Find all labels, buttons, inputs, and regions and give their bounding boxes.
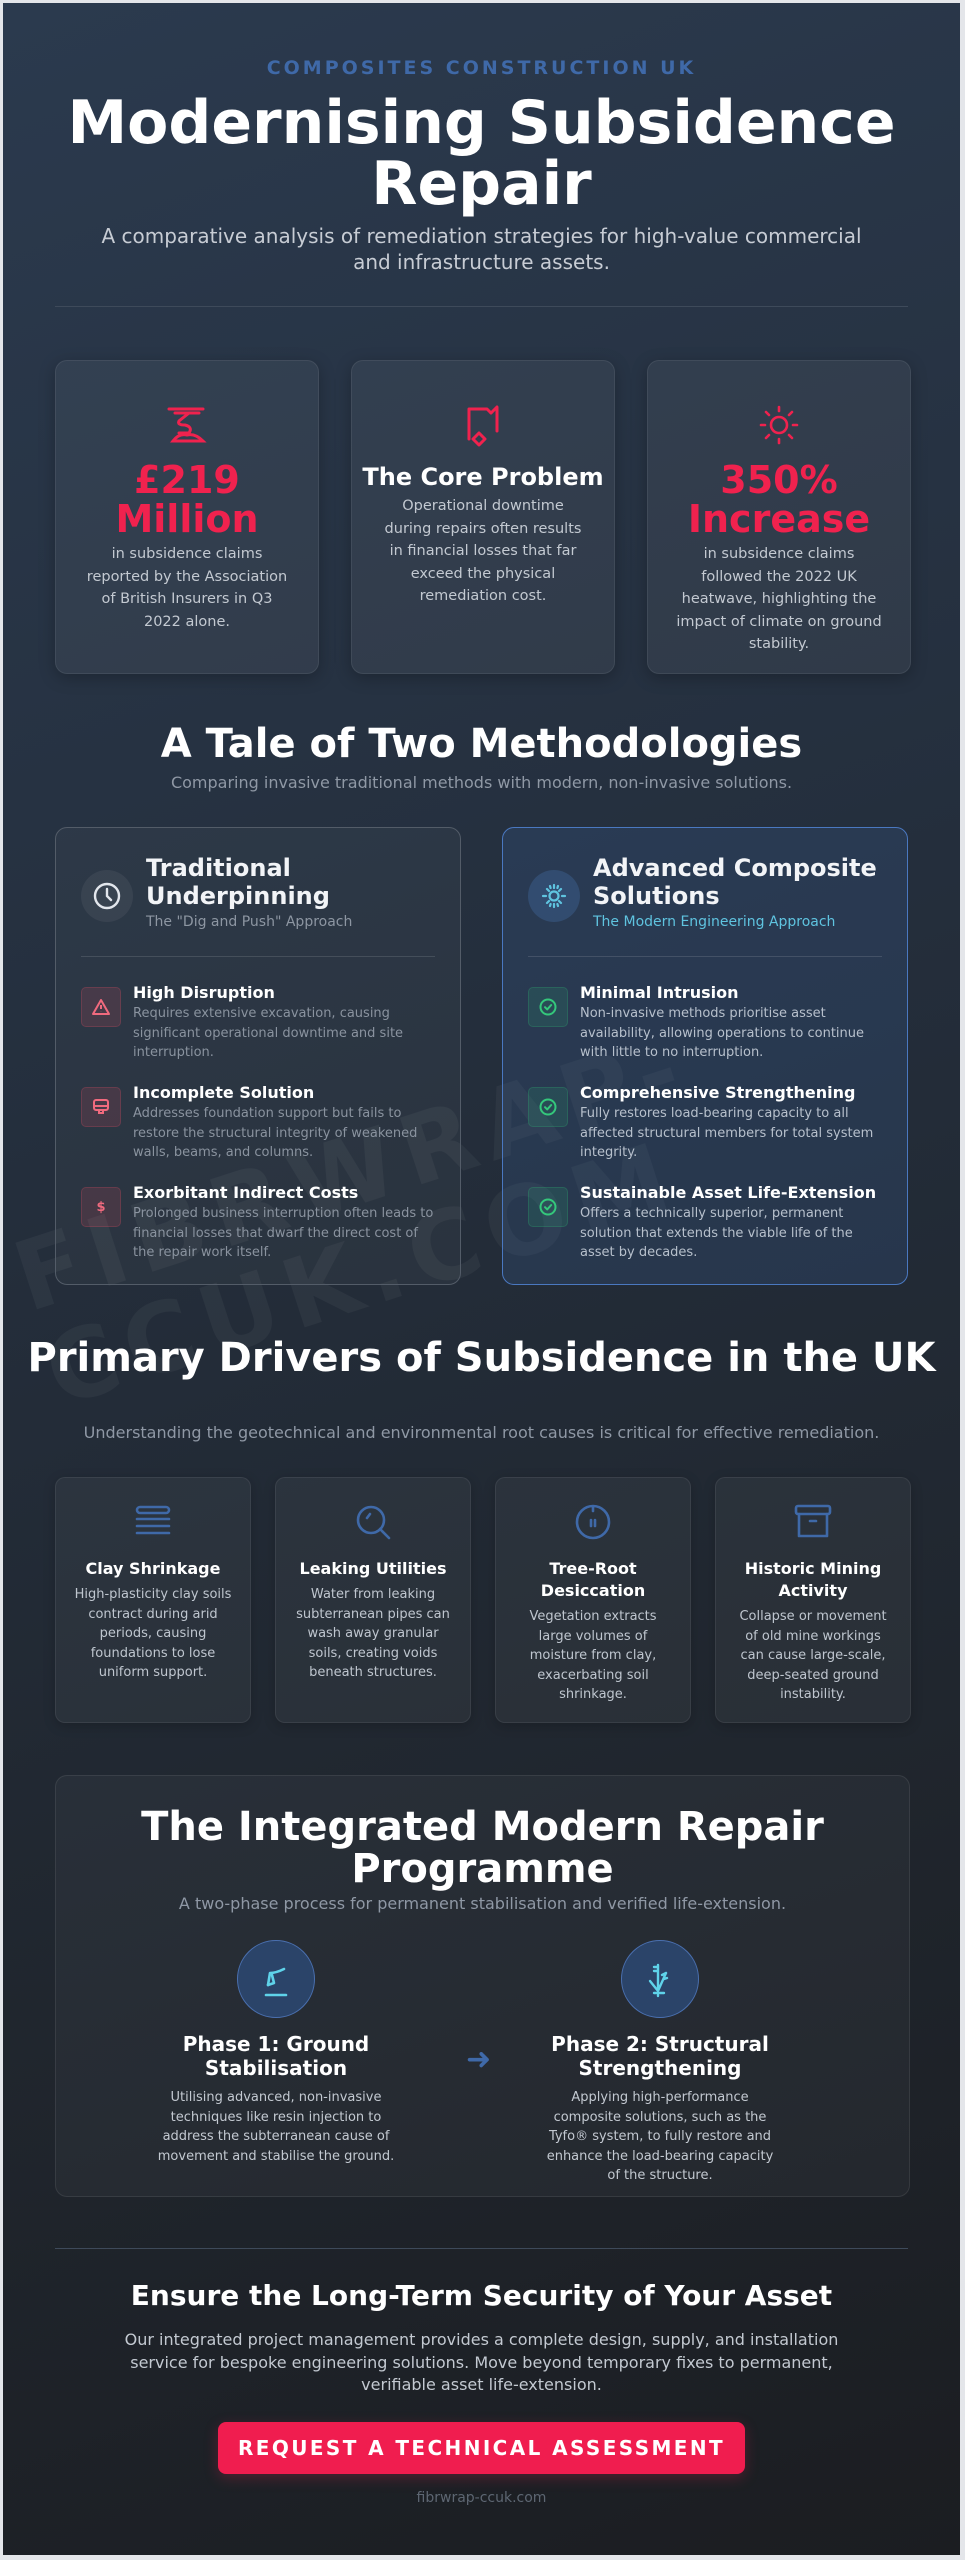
building-damage-icon (467, 405, 499, 447)
method-point: Comprehensive Strengthening Fully restor… (528, 1083, 887, 1173)
method-subtitle: The Modern Engineering Approach (593, 914, 836, 930)
method-subtitle: The "Dig and Push" Approach (146, 914, 353, 930)
tree-root-icon (575, 1504, 611, 1540)
stat-value: 350% Increase (687, 458, 871, 541)
stat-card-claims: £219 Million in subsidence claims report… (55, 360, 319, 674)
driver-title: Historic Mining Activity (744, 1559, 882, 1600)
page-title: Modernising Subsidence Repair (67, 88, 896, 219)
driver-card: Clay Shrinkage High-plasticity clay soil… (55, 1477, 251, 1723)
driver-title: Clay Shrinkage (85, 1559, 221, 1578)
page-subtitle: A comparative analysis of remediation st… (101, 224, 862, 274)
point-description: Non-invasive methods prioritise asset av… (580, 1006, 865, 1060)
structure-strength-icon (621, 1940, 699, 2018)
archive-box-icon (794, 1504, 832, 1538)
driver-description: Water from leaking subterranean pipes ca… (296, 1587, 450, 1680)
divider (528, 956, 882, 957)
driver-title: Tree-Root Desiccation (540, 1559, 646, 1600)
method-title: Traditional Underpinning (146, 854, 330, 910)
dollar-icon: $ (81, 1187, 121, 1227)
point-title: Sustainable Asset Life-Extension (580, 1183, 877, 1202)
crane-icon (167, 407, 207, 443)
footer-url[interactable]: fibrwrap-ccuk.com (416, 2490, 547, 2506)
drivers-subtitle: Understanding the geotechnical and envir… (83, 1423, 880, 1442)
programme-subtitle: A two-phase process for permanent stabil… (178, 1894, 787, 1913)
traditional-method-card: Traditional Underpinning The "Dig and Pu… (55, 827, 461, 1285)
driver-card: Leaking Utilities Water from leaking sub… (275, 1477, 471, 1723)
driver-description: Vegetation extracts large volumes of moi… (529, 1609, 657, 1702)
cta-description: Our integrated project management provid… (124, 2330, 839, 2394)
monitor-icon (81, 1087, 121, 1127)
magnifier-icon (356, 1505, 391, 1540)
method-point: $ Exorbitant Indirect Costs Prolonged bu… (81, 1183, 440, 1273)
sun-icon (759, 405, 799, 445)
method-point: High Disruption Requires extensive excav… (81, 983, 440, 1073)
check-circle-icon (528, 987, 568, 1027)
driver-card: Tree-Root Desiccation Vegetation extract… (495, 1477, 691, 1723)
point-description: Fully restores load-bearing capacity to … (580, 1106, 874, 1160)
method-point: Minimal Intrusion Non-invasive methods p… (528, 983, 887, 1073)
stat-description: in subsidence claims followed the 2022 U… (676, 546, 882, 652)
driver-title: Leaking Utilities (299, 1559, 447, 1578)
method-point: Incomplete Solution Addresses foundation… (81, 1083, 440, 1173)
ground-injection-icon (237, 1940, 315, 2018)
phase-2: Phase 2: Structural Strengthening Applyi… (540, 1940, 780, 2186)
driver-description: Collapse or movement of old mine working… (739, 1609, 887, 1702)
cta-title: Ensure the Long-Term Security of Your As… (130, 2279, 833, 2312)
stat-value: £219 Million (115, 458, 259, 541)
stat-card-core-problem: The Core Problem Operational downtime du… (351, 360, 615, 674)
method-point: Sustainable Asset Life-Extension Offers … (528, 1183, 887, 1273)
phase-description: Utilising advanced, non-invasive techniq… (157, 2090, 395, 2164)
check-circle-icon (528, 1087, 568, 1127)
drivers-title: Primary Drivers of Subsidence in the UK (27, 1335, 936, 1381)
stat-description: Operational downtime during repairs ofte… (384, 498, 582, 604)
phase-description: Applying high-performance composite solu… (546, 2090, 774, 2183)
arrow-right-icon: ➜ (466, 2042, 492, 2077)
advanced-method-card: Advanced Composite Solutions The Modern … (502, 827, 908, 1285)
methodologies-subtitle: Comparing invasive traditional methods w… (170, 773, 793, 792)
point-title: Exorbitant Indirect Costs (133, 1183, 359, 1202)
method-title: Advanced Composite Solutions (593, 854, 877, 910)
driver-card: Historic Mining Activity Collapse or mov… (715, 1477, 911, 1723)
methodologies-title: A Tale of Two Methodologies (160, 721, 803, 767)
point-title: Comprehensive Strengthening (580, 1083, 856, 1102)
point-description: Requires extensive excavation, causing s… (133, 1006, 404, 1060)
stat-heading: The Core Problem (362, 463, 604, 491)
point-description: Addresses foundation support but fails t… (133, 1106, 418, 1160)
clock-icon (81, 870, 133, 922)
phase-1: Phase 1: Ground Stabilisation Utilising … (156, 1940, 396, 2166)
warning-icon (81, 987, 121, 1027)
divider (55, 2248, 908, 2249)
request-assessment-button[interactable]: REQUEST A TECHNICAL ASSESSMENT (218, 2422, 745, 2474)
driver-description: High-plasticity clay soils contract duri… (74, 1587, 232, 1680)
check-circle-icon (528, 1187, 568, 1227)
layers-icon (135, 1505, 171, 1535)
infographic-panel: FIBRWRAP- CCUK.COM COMPOSITES CONSTRUCTI… (3, 3, 960, 2555)
sparkle-icon (528, 870, 580, 922)
stat-description: in subsidence claims reported by the Ass… (86, 546, 288, 630)
point-description: Prolonged business interruption often le… (133, 1206, 434, 1260)
brand-name: COMPOSITES CONSTRUCTION UK (266, 57, 697, 79)
divider (81, 956, 435, 957)
stat-card-increase: 350% Increase in subsidence claims follo… (647, 360, 911, 674)
point-title: High Disruption (133, 983, 275, 1002)
point-description: Offers a technically superior, permanent… (580, 1206, 853, 1260)
point-title: Incomplete Solution (133, 1083, 315, 1102)
phase-title: Phase 1: Ground Stabilisation (182, 2032, 370, 2080)
divider (55, 306, 908, 307)
point-title: Minimal Intrusion (580, 983, 739, 1002)
programme-title: The Integrated Modern Repair Programme (141, 1804, 824, 1892)
phase-title: Phase 2: Structural Strengthening (551, 2032, 769, 2080)
repair-programme-panel: The Integrated Modern Repair Programme A… (55, 1775, 910, 2197)
